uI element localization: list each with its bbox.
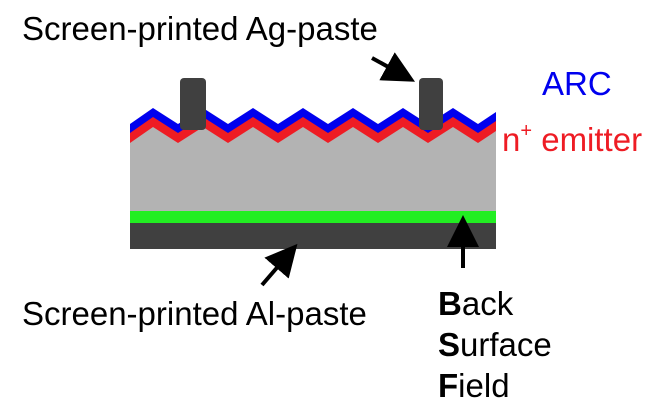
bsf-initial: S xyxy=(438,326,461,363)
bsf-label-line-surface: Surface xyxy=(438,328,552,361)
bsf-layer xyxy=(130,211,496,223)
bsf-rest: ield xyxy=(458,367,510,404)
bsf-initial: F xyxy=(438,367,459,404)
al-paste-arrow xyxy=(260,243,298,287)
silicon-bulk xyxy=(130,127,496,211)
emitter-label-sup: + xyxy=(520,120,533,142)
ag-paste-label: Screen-printed Ag-paste xyxy=(22,10,378,47)
emitter-label-rest: emitter xyxy=(532,121,643,158)
bsf-rest: ack xyxy=(461,285,514,322)
bsf-label-line-field: Field xyxy=(438,369,510,402)
bsf-label-line-back: Back xyxy=(438,287,513,320)
emitter-label: n+ emitter xyxy=(502,120,643,158)
ag-paste-arrow xyxy=(371,52,416,82)
al-paste-layer xyxy=(130,223,496,249)
ag-contact-right xyxy=(419,78,443,130)
ag-contact-left xyxy=(180,78,206,130)
arc-label: ARC xyxy=(542,65,612,102)
bsf-rest: urface xyxy=(460,326,552,363)
al-paste-label: Screen-printed Al-paste xyxy=(22,295,367,332)
emitter-label-base: n xyxy=(502,121,521,158)
bsf-initial: B xyxy=(438,285,462,322)
